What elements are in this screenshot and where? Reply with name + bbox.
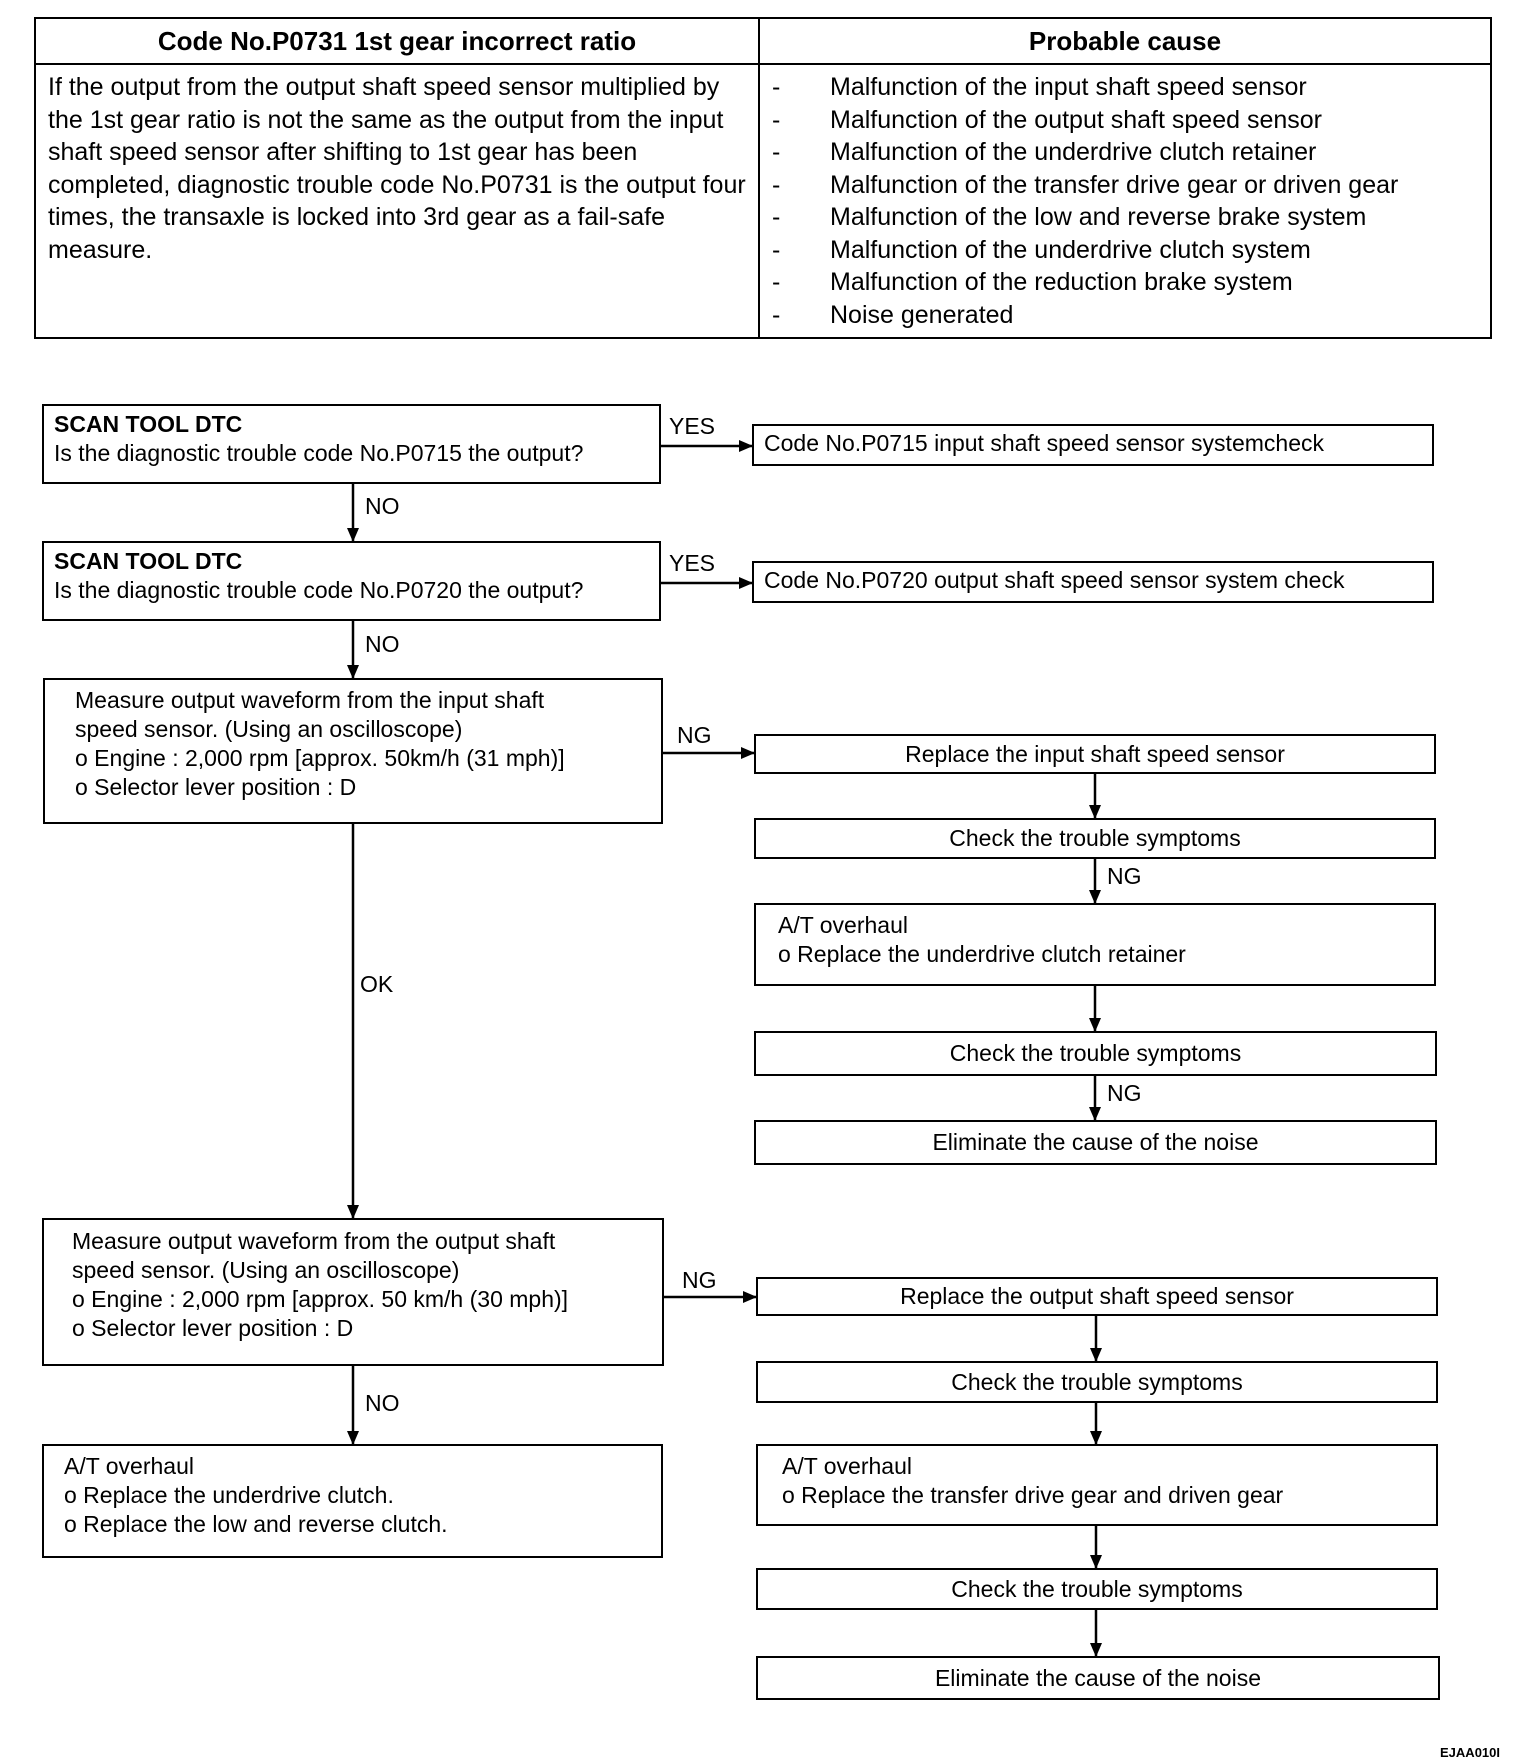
eliminate-noise: Eliminate the cause of the noise (754, 1120, 1437, 1165)
cause-item: - Noise generated (772, 299, 1490, 332)
cause-text: Noise generated (830, 300, 1014, 329)
scan-tool-dtc-p0715: SCAN TOOL DTC Is the diagnostic trouble … (42, 404, 661, 484)
cause-text: Malfunction of the underdrive clutch sys… (830, 235, 1311, 264)
box-line: speed sensor. (Using an oscilloscope) (75, 716, 463, 742)
description-line: If the output from the output shaft spee… (48, 73, 686, 101)
box-line: o Engine : 2,000 rpm [approx. 50 km/h (3… (72, 1286, 569, 1312)
cause-text: Malfunction of the input shaft speed sen… (830, 73, 1307, 101)
replace-input-sensor: Replace the input shaft speed sensor (754, 734, 1436, 774)
cause-item: - Malfunction of the output shaft speed s… (772, 104, 1490, 137)
description-column: Code No.P0731 1st gear incorrect ratio I… (36, 19, 760, 337)
box-line: o Engine : 2,000 rpm [approx. 50km/h (31… (75, 745, 565, 771)
box-text: Code No.P0720 output shaft speed sensor … (764, 567, 1345, 593)
code-description: If the output from the output shaft spee… (36, 65, 758, 266)
box-line: Measure output waveform from the output … (72, 1228, 556, 1254)
bullet-dash: - (772, 235, 781, 264)
cause-item: - Malfunction of the underdrive clutch re… (772, 136, 1490, 169)
replace-output-sensor: Replace the output shaft speed sensor (756, 1277, 1438, 1316)
no-label: NO (365, 493, 400, 519)
box-text: Check the trouble symptoms (951, 1575, 1243, 1602)
ng-label: NG (1107, 863, 1142, 889)
box-text: Code No.P0715 input shaft speed sensor s… (764, 430, 1324, 456)
cause-text: Malfunction of the reduction brake syste… (830, 268, 1293, 296)
check-trouble-symptoms: Check the trouble symptoms (754, 818, 1436, 859)
dtc-table: Code No.P0731 1st gear incorrect ratio I… (34, 17, 1492, 339)
cause-item: - Malfunction of the reduction brake syst… (772, 266, 1490, 299)
no-label: NO (365, 631, 400, 657)
description-line: gear has been completed, diagnostic trou… (48, 138, 638, 199)
box-text: Eliminate the cause of the noise (932, 1129, 1259, 1155)
cause-text: Malfunction of the output shaft speed se… (830, 105, 1322, 134)
box-line: o Selector lever position : D (72, 1315, 354, 1341)
p0720-check-box: Code No.P0720 output shaft speed sensor … (752, 561, 1434, 603)
cause-item: - Malfunction of the low and reverse brak… (772, 201, 1490, 234)
description-line: locked into 3rd gear as a fail-safe meas… (48, 203, 665, 264)
box-line: A/T overhaul (64, 1453, 194, 1479)
ng-label: NG (677, 722, 712, 748)
box-text: Replace the output shaft speed sensor (900, 1283, 1294, 1309)
box-text: Check the trouble symptoms (949, 1040, 1242, 1066)
cause-list: - Malfunction of the input shaft speed se… (760, 65, 1490, 331)
cause-item: - Malfunction of the transfer drive gear … (772, 169, 1490, 202)
bullet-dash: - (772, 203, 781, 231)
box-line: A/T overhaul (782, 1453, 912, 1479)
box-text: Eliminate the cause of the noise (934, 1664, 1262, 1691)
description-line: from the input shaft speed sensor after … (48, 105, 724, 167)
box-line: o Replace the underdrive clutch. (64, 1482, 394, 1508)
at-overhaul-underdrive-clutch: A/T overhaul o Replace the underdrive cl… (42, 1444, 663, 1558)
cause-item: - Malfunction of the input shaft speed se… (772, 71, 1490, 104)
box-line: o Replace the transfer drive gear and dr… (782, 1482, 1284, 1508)
scan-tool-dtc-p0720: SCAN TOOL DTC Is the diagnostic trouble … (42, 541, 661, 621)
measure-output-waveform: Measure output waveform from the output … (42, 1218, 664, 1366)
eliminate-noise: Eliminate the cause of the noise (756, 1656, 1440, 1700)
bullet-dash: - (772, 268, 781, 296)
ng-label: NG (682, 1267, 717, 1293)
box-question: Is the diagnostic trouble code No.P0720 … (54, 577, 584, 603)
box-line: A/T overhaul (778, 912, 908, 938)
at-overhaul-clutch-retainer: A/T overhaul o Replace the underdrive cl… (754, 903, 1436, 986)
check-trouble-symptoms: Check the trouble symptoms (756, 1361, 1438, 1403)
box-line: o Replace the underdrive clutch retainer (778, 941, 1186, 967)
measure-input-waveform: Measure output waveform from the input s… (43, 678, 663, 824)
bullet-dash: - (772, 170, 781, 199)
box-title: SCAN TOOL DTC (54, 548, 243, 574)
box-text: Check the trouble symptoms (951, 1368, 1243, 1395)
check-trouble-symptoms: Check the trouble symptoms (756, 1568, 1438, 1610)
bullet-dash: - (772, 300, 781, 329)
box-text: Replace the input shaft speed sensor (905, 740, 1285, 767)
description-line: No.P0731 is the output four times, the t… (48, 170, 746, 232)
bullet-dash: - (772, 138, 781, 166)
description-line: by the 1st gear ratio is not the same as… (48, 73, 720, 134)
box-line: o Selector lever position : D (75, 774, 357, 800)
box-title: SCAN TOOL DTC (54, 411, 243, 437)
ok-label: OK (360, 971, 394, 997)
cause-item: - Malfunction of the underdrive clutch sy… (772, 234, 1490, 267)
probable-cause-header: Probable cause (760, 19, 1490, 65)
box-line: Measure output waveform from the input s… (75, 687, 545, 713)
box-line: o Replace the low and reverse clutch. (64, 1511, 448, 1537)
cause-column: Probable cause - Malfunction of the input… (760, 19, 1490, 337)
at-overhaul-transfer-gear: A/T overhaul o Replace the transfer driv… (756, 1444, 1438, 1526)
cause-text: Malfunction of the low and reverse brake… (830, 203, 1367, 231)
cause-text: Malfunction of the underdrive clutch ret… (830, 138, 1317, 166)
box-question: Is the diagnostic trouble code No.P0715 … (54, 440, 584, 466)
box-line: speed sensor. (Using an oscilloscope) (72, 1257, 460, 1283)
yes-label: YES (669, 413, 715, 439)
check-trouble-symptoms: Check the trouble symptoms (754, 1031, 1437, 1076)
p0715-check-box: Code No.P0715 input shaft speed sensor s… (752, 424, 1434, 466)
bullet-dash: - (772, 105, 781, 134)
yes-label: YES (669, 550, 715, 576)
ng-label: NG (1107, 1080, 1142, 1106)
bullet-dash: - (772, 73, 781, 101)
box-text: Check the trouble symptoms (949, 825, 1241, 851)
figure-id: EJAA010I (1440, 1745, 1500, 1760)
no-label: NO (365, 1390, 400, 1416)
cause-text: Malfunction of the transfer drive gear o… (830, 170, 1399, 199)
code-title: Code No.P0731 1st gear incorrect ratio (36, 19, 758, 65)
